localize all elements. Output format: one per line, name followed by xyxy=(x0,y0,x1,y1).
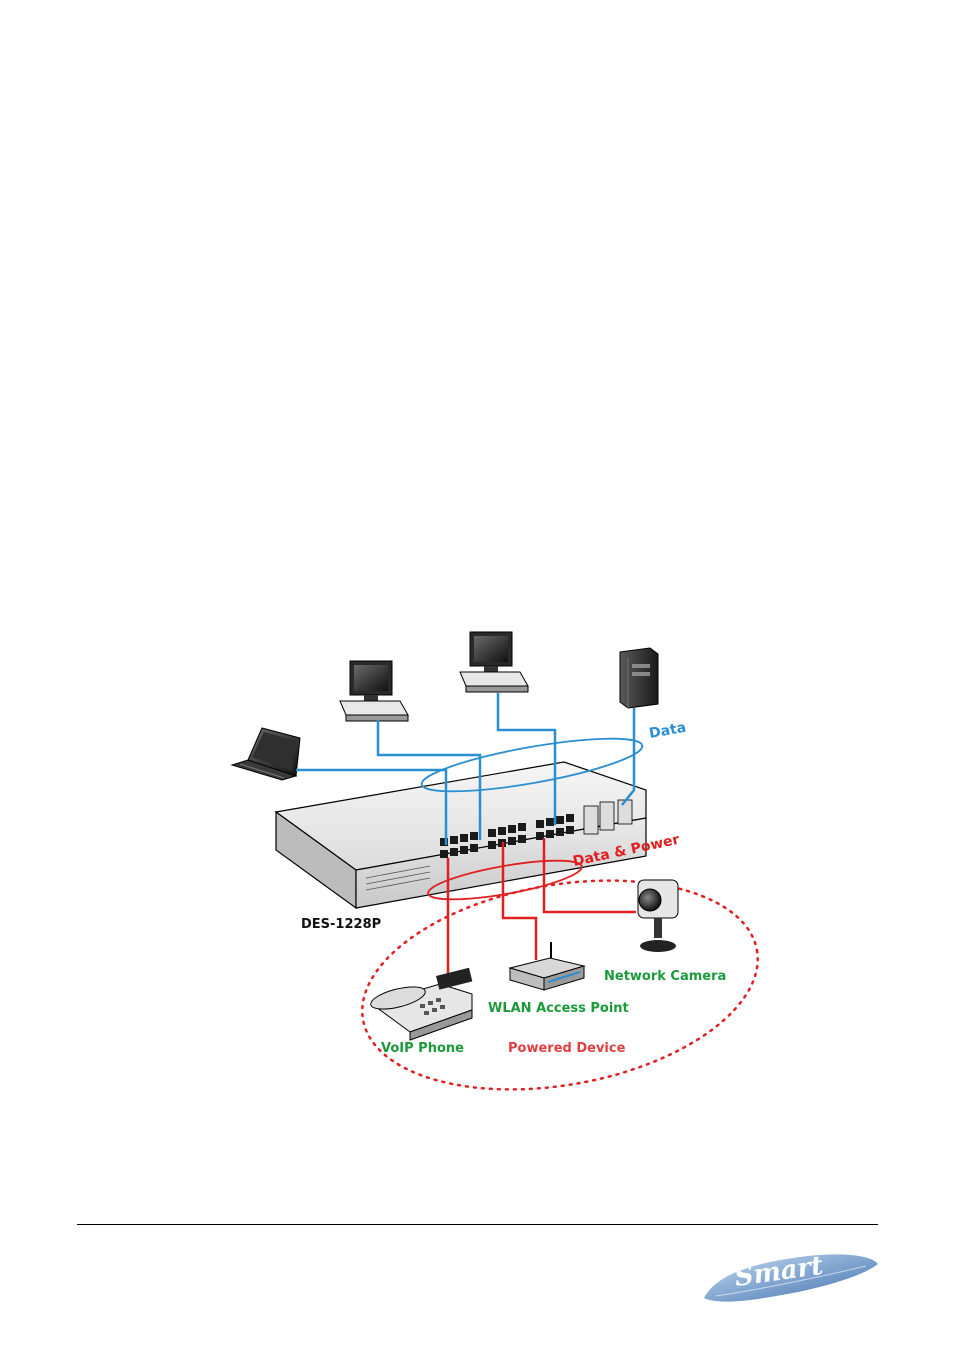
powered-device-label: Powered Device xyxy=(508,1041,626,1056)
network-camera-icon xyxy=(637,879,679,952)
switch-model-label: DES-1228P xyxy=(301,917,381,932)
smart-logo: Smart xyxy=(704,1251,878,1302)
server-tower-icon xyxy=(619,647,659,709)
wlan-access-point-icon xyxy=(508,942,586,991)
voip-phone-label: VoIP Phone xyxy=(381,1041,464,1056)
desktop-computer-icon xyxy=(339,660,409,722)
wlan-access-point-label: WLAN Access Point xyxy=(488,1001,629,1016)
laptop-icon xyxy=(230,727,301,781)
powered-device-zone xyxy=(361,879,759,1091)
desktop-computer-icon xyxy=(459,631,529,693)
data-links xyxy=(296,693,644,845)
footer-divider xyxy=(77,1224,878,1225)
poe-switch-icon xyxy=(274,761,647,910)
data-label: Data xyxy=(648,720,687,742)
network-camera-label: Network Camera xyxy=(604,969,726,984)
voip-phone-icon xyxy=(370,967,473,1041)
